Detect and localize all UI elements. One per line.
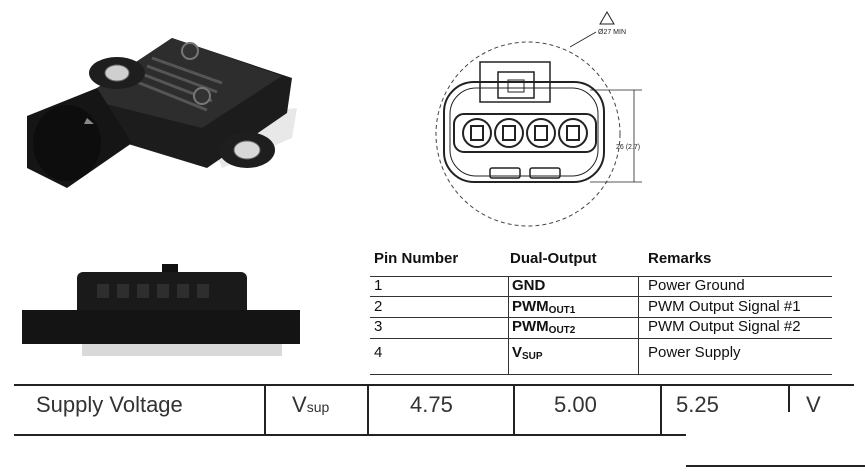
pin-4-remark: Power Supply: [648, 344, 741, 361]
parameter-label: Supply Voltage: [36, 392, 183, 417]
connector-drawing: Ø27 MIN 26 (2.7): [420, 2, 680, 234]
sensor-side-image: [22, 262, 300, 362]
header-pin-number: Pin Number: [374, 250, 459, 267]
pin-table: Pin Number Dual-Output Remarks 1 GND Pow…: [370, 250, 832, 376]
unit-value: V: [806, 392, 821, 417]
min-value: 4.75: [410, 392, 453, 417]
pin-3-output: PWMOUT2: [512, 318, 576, 336]
pin-4-output: VSUP: [512, 344, 543, 362]
pin-4-number: 4: [374, 344, 383, 361]
pin-2-output: PWMOUT1: [512, 298, 576, 316]
symbol-label: Vsup: [292, 392, 330, 417]
pin-1-remark: Power Ground: [648, 277, 745, 294]
dim-height-label: 26 (2.7): [616, 144, 640, 151]
dim-min-label: Ø27 MIN: [598, 29, 626, 36]
occlusion-patch: [686, 412, 865, 475]
typ-value: 5.00: [554, 392, 597, 417]
pin-3-number: 3: [374, 318, 383, 335]
sensor-isometric-image: [22, 18, 302, 208]
pin-1-output: GND: [512, 277, 546, 294]
pin-2-remark: PWM Output Signal #1: [648, 298, 801, 315]
header-remarks: Remarks: [648, 250, 712, 267]
pin-1-number: 1: [374, 277, 383, 294]
bottom-rule: [686, 465, 865, 467]
pin-3-remark: PWM Output Signal #2: [648, 318, 801, 335]
header-dual-output: Dual-Output: [510, 250, 597, 267]
pin-2-number: 2: [374, 298, 383, 315]
